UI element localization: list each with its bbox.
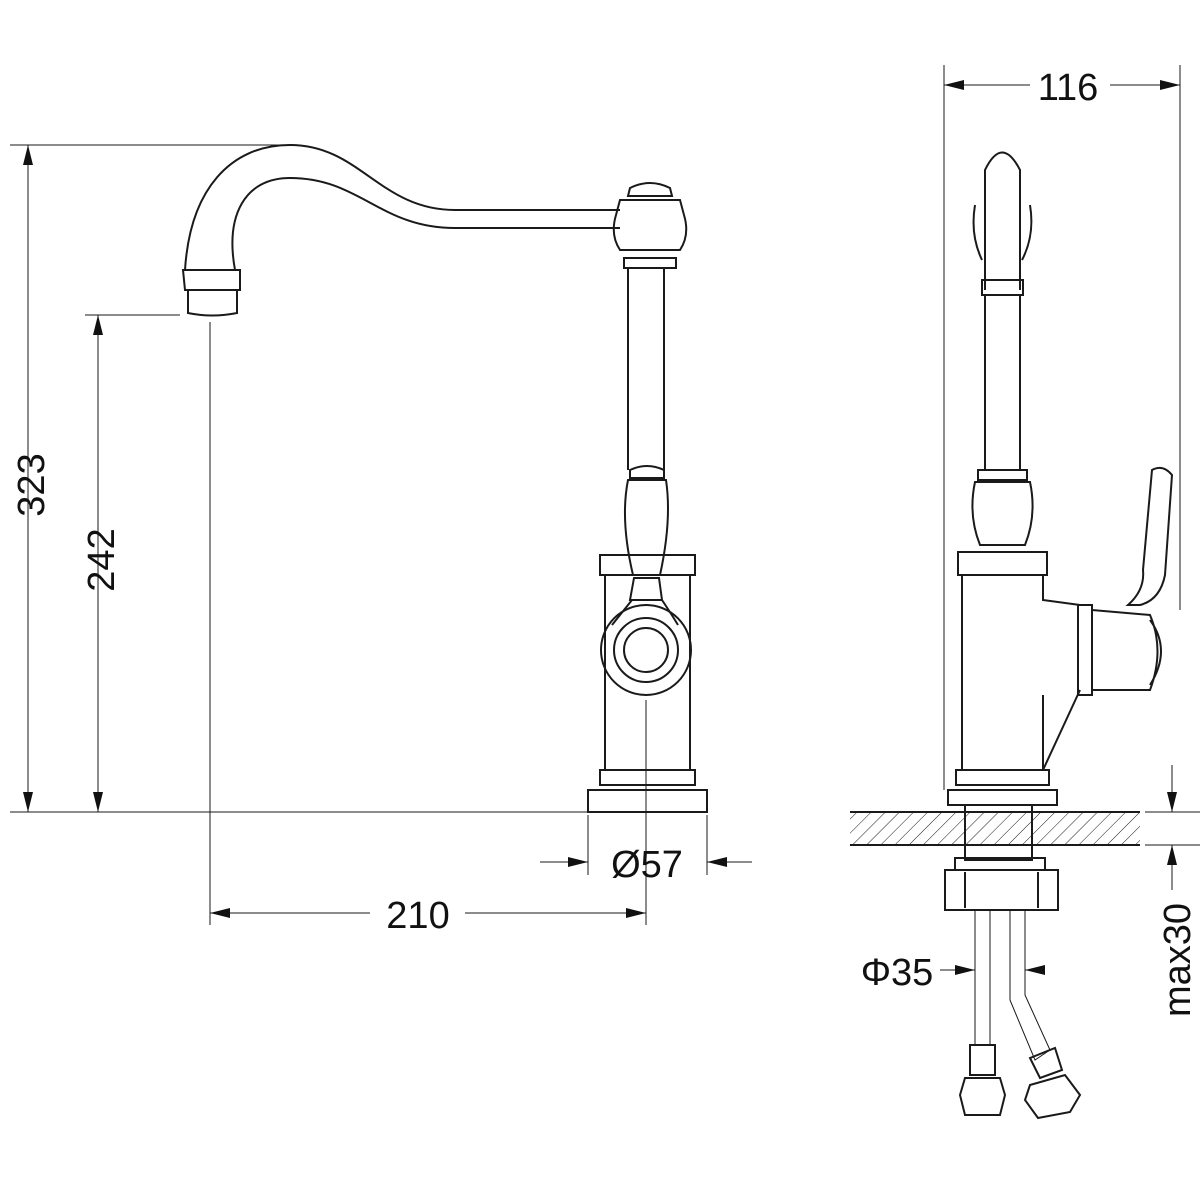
dim-base-diameter: Ø57 xyxy=(611,844,683,886)
side-spout xyxy=(984,151,1021,290)
side-body xyxy=(947,551,1081,806)
side-cap xyxy=(972,204,1033,296)
side-view xyxy=(850,151,1174,1120)
hose-right xyxy=(1009,909,1051,1061)
mounting-nut xyxy=(944,857,1059,911)
lever-handle xyxy=(623,465,669,601)
mounting-shank xyxy=(964,804,1033,861)
outlet-ring xyxy=(613,617,679,683)
top-cap xyxy=(612,182,688,269)
column xyxy=(627,268,665,470)
hose-fitting-right xyxy=(1023,1046,1082,1120)
side-handle-hub xyxy=(1077,604,1162,696)
handle-link xyxy=(611,599,679,626)
front-view xyxy=(181,143,708,813)
body xyxy=(587,554,708,813)
dim-hole-diameter: Φ35 xyxy=(861,952,934,994)
front-dimensions: 323 242 210 Ø57 xyxy=(10,144,752,937)
countertop xyxy=(850,812,1140,845)
hose-left xyxy=(974,909,991,1046)
outlet-center xyxy=(623,627,669,673)
dim-spout-reach: 210 xyxy=(386,895,449,937)
dim-depth: 116 xyxy=(1038,67,1099,109)
outlet-ring-outer xyxy=(600,604,692,696)
side-lever xyxy=(1125,466,1174,606)
side-dimensions: 116 max30 Φ35 xyxy=(861,65,1200,1017)
hose-fitting-left xyxy=(958,1044,1007,1116)
dim-spout-height: 242 xyxy=(81,528,123,591)
side-column xyxy=(971,295,1034,546)
dim-total-height: 323 xyxy=(11,453,53,516)
spout xyxy=(184,143,620,271)
dim-max-counter: max30 xyxy=(1157,903,1199,1017)
spout-nozzle xyxy=(181,269,241,317)
